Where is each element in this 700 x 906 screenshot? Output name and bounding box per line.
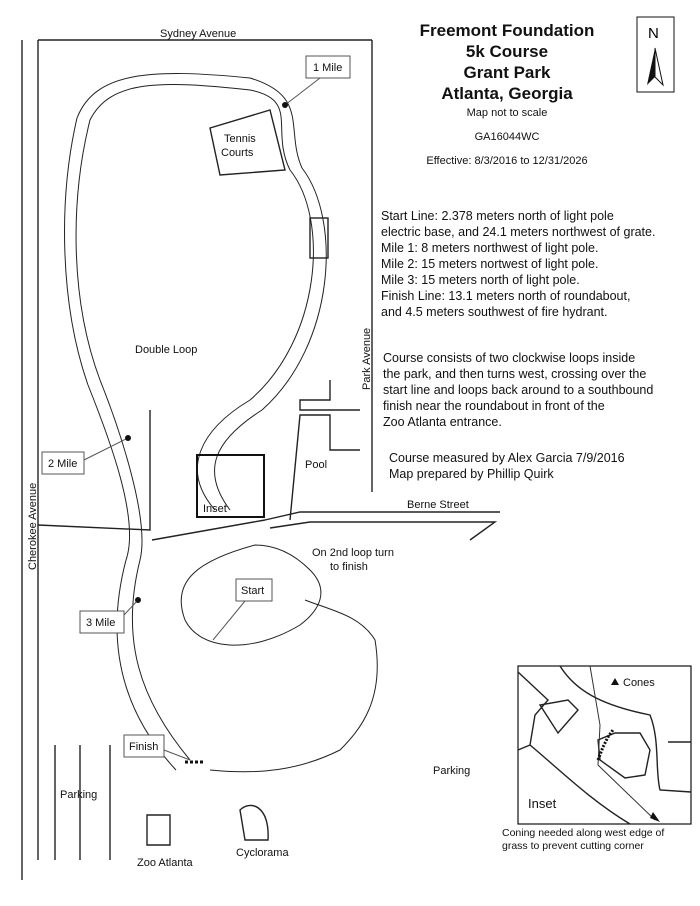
courts-label: Courts [221,147,254,159]
tennis-courts [209,109,286,176]
cyclorama-label: Cyclorama [236,847,289,859]
title-line: Atlanta, Georgia [441,84,573,103]
mile-2-marker: 2 Mile [41,435,131,475]
inset-title: Inset [528,796,557,811]
cone-legend-icon [611,678,619,685]
parking-east-label: Parking [433,765,470,777]
note-line: Finish Line: 13.1 meters north of rounda… [381,289,631,303]
cherokee-avenue-label: Cherokee Avenue [27,483,39,570]
note-line: Start Line: 2.378 meters north of light … [381,209,614,223]
inset-box [196,454,265,518]
sydney-avenue-label: Sydney Avenue [160,28,236,40]
description-line: Course consists of two clockwise loops i… [383,351,636,365]
cones-legend-label: Cones [623,677,655,689]
east-loop-path [209,599,378,773]
building [309,217,329,259]
note-line: Mile 3: 15 meters north of light pole. [381,273,580,287]
parking-west-label: Parking [60,789,97,801]
title-line: 5k Course [465,42,549,61]
description-line: start line and loops back around to a so… [383,383,654,397]
note-line: electric base, and 24.1 meters northwest… [381,225,656,239]
svg-text:3 Mile: 3 Mile [86,617,115,629]
svg-text:Start: Start [241,585,264,597]
berne-street-label: Berne Street [407,499,469,511]
mile-1-marker: 1 Mile [282,55,351,108]
svg-text:1 Mile: 1 Mile [313,62,342,74]
berne-street-road [264,511,500,541]
sydney-avenue-road [37,39,372,860]
title-line: Grant Park [463,63,551,82]
svg-text:N: N [648,25,659,42]
measured-by: Course measured by Alex Garcia 7/9/2016 [389,451,625,465]
note-line: Mile 1: 8 meters northwest of light pole… [381,241,599,255]
course-id: GA16044WC [474,131,540,143]
zoo-atlanta-label: Zoo Atlanta [137,857,194,869]
note-line: and 4.5 meters southwest of fire hydrant… [381,305,608,319]
description-line: the park, and then turns west, crossing … [383,367,647,381]
caption-line: Coning needed along west edge of [502,827,665,839]
park-boundary [37,380,360,541]
tennis-label: Tennis [224,133,256,145]
turn-note-line2: to finish [330,561,368,573]
inset-label: Inset [203,503,227,515]
cones-icon [596,729,615,761]
effective-dates: Effective: 8/3/2016 to 12/31/2026 [426,155,588,167]
note-line: Mile 2: 15 meters nortwest of light pole… [381,257,599,271]
description-line: Zoo Atlanta entrance. [383,415,502,429]
svg-text:Finish: Finish [129,741,158,753]
svg-text:2 Mile: 2 Mile [48,458,77,470]
title-line: Freemont Foundation [419,21,595,40]
map-header: Freemont Foundation 5k Course Grant Park… [392,20,622,168]
start-loop-path [180,544,322,646]
finish-marker: Finish [123,734,205,764]
mile-3-marker: 3 Mile [79,597,141,634]
double-loop-path-inner [64,73,327,771]
inset-caption: Coning needed along west edge of grass t… [502,827,664,853]
turn-note-line1: On 2nd loop turn [312,547,394,559]
description-line: finish near the roundabout in front of t… [383,399,605,413]
north-arrow-icon: N [636,16,675,93]
double-loop-path [75,83,314,761]
start-marker: Start [212,578,273,641]
course-description: Course consists of two clockwise loops i… [383,350,653,430]
inset-map: Cones Inset [517,665,692,825]
parking-area [54,745,269,860]
credits: Course measured by Alex Garcia 7/9/2016 … [389,450,625,482]
caption-line: grass to prevent cutting corner [502,840,644,852]
park-avenue-label: Park Avenue [361,328,373,390]
prepared-by: Map prepared by Phillip Quirk [389,467,554,481]
course-notes: Start Line: 2.378 meters north of light … [381,208,655,320]
pool-label: Pool [305,459,327,471]
double-loop-label: Double Loop [135,344,197,356]
scale-note: Map not to scale [466,107,548,119]
